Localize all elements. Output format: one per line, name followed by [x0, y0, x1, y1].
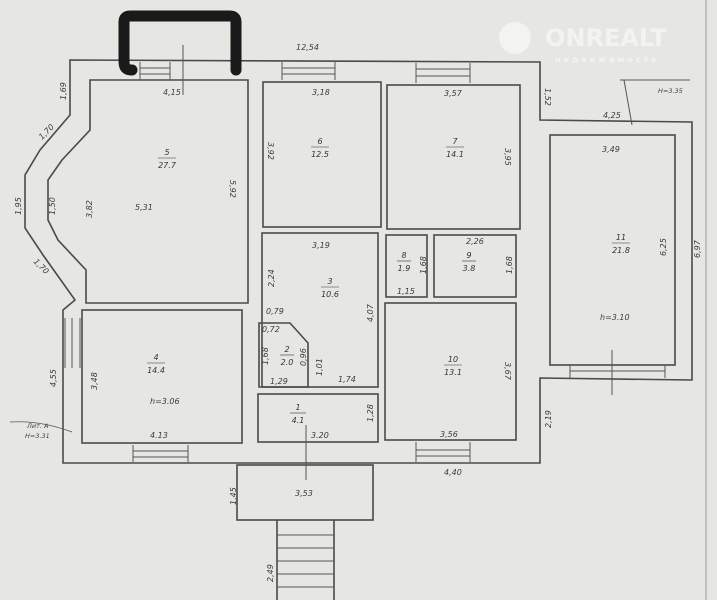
dim-label: 1,28: [366, 404, 375, 422]
dim-label: 12,54: [296, 43, 319, 52]
room-8: 81.9: [397, 251, 411, 273]
dim-label: 3,57: [444, 89, 463, 98]
dim-label: 1,70: [32, 257, 51, 276]
dim-label: 0,72: [262, 325, 280, 334]
dim-label: 4,55: [49, 369, 58, 387]
svg-text:3.8: 3.8: [463, 264, 476, 273]
watermark: ONREALT недвижимость: [499, 22, 667, 64]
dim-label: 1,68: [505, 256, 514, 274]
svg-text:4: 4: [153, 353, 158, 362]
svg-text:4.1: 4.1: [292, 416, 305, 425]
dim-label: 1,50: [48, 197, 57, 215]
dim-label: h=3.10: [600, 313, 630, 322]
svg-text:9: 9: [466, 251, 471, 260]
svg-text:14.4: 14.4: [147, 366, 165, 375]
room-7: 714.1: [446, 137, 464, 159]
svg-text:27.7: 27.7: [158, 161, 177, 170]
dim-label: 3,53: [295, 489, 313, 498]
dim-label: 5,31: [135, 203, 153, 212]
room-4: 414.4: [147, 353, 165, 375]
dim-label: 0,96: [299, 348, 308, 366]
dim-label: 1,95: [14, 197, 23, 215]
svg-text:6: 6: [317, 137, 322, 146]
watermark-brand: ONREALT: [545, 24, 667, 52]
svg-text:1.9: 1.9: [398, 264, 411, 273]
dim-label: 3,67: [503, 362, 512, 381]
dim-label: 4,40: [444, 468, 462, 477]
dim-label: 2,49: [266, 564, 275, 582]
dim-label: 3,18: [312, 88, 330, 97]
svg-text:2.0: 2.0: [281, 358, 294, 367]
walls: [24, 45, 693, 600]
house-pin-icon: [499, 22, 531, 54]
room-3: 310.6: [321, 277, 339, 299]
svg-text:8: 8: [401, 251, 406, 260]
room-10: 10 13.1: [444, 355, 462, 377]
room-6: 612.5: [311, 137, 329, 159]
dim-label: 3,19: [312, 241, 330, 250]
room-2: 22.0: [280, 345, 294, 367]
room-9: 93.8: [462, 251, 476, 273]
dim-label: 2,19: [544, 410, 553, 428]
dim-label: 1,45: [229, 487, 238, 505]
dim-label: 1,70: [37, 122, 56, 141]
dim-label: 2,26: [466, 237, 484, 246]
svg-text:10: 10: [448, 355, 458, 364]
dim-label: h=3.06: [150, 397, 180, 406]
svg-text:Н=3.31: Н=3.31: [25, 432, 50, 440]
dim-label: 5,92: [228, 180, 237, 198]
dim-label: 1,69: [59, 82, 68, 100]
dim-label: 1,68: [261, 347, 270, 365]
room-1: 14.1: [290, 403, 306, 425]
dim-label: 4,15: [163, 88, 181, 97]
dim-label: 3,49: [602, 145, 620, 154]
svg-text:12.5: 12.5: [311, 150, 329, 159]
dim-label: 1,68: [419, 256, 428, 274]
svg-text:13.1: 13.1: [444, 368, 462, 377]
svg-text:5: 5: [164, 148, 169, 157]
dim-label: 1,52: [543, 88, 552, 106]
svg-text:7: 7: [452, 137, 458, 146]
dim-label: 3,82: [85, 200, 94, 218]
dim-label: 3,95: [503, 148, 512, 166]
dim-label: 3.20: [311, 431, 329, 440]
svg-text:1: 1: [295, 403, 300, 412]
dim-label: 1,15: [397, 287, 415, 296]
room-11: 11 21.8: [612, 233, 630, 255]
room-5: 527.7: [158, 148, 177, 170]
dim-label: 1,01: [315, 358, 324, 376]
room-labels: 527.7 612.5 714.1 310.6 81.9 93.8 1013.1…: [147, 137, 630, 425]
svg-text:10.6: 10.6: [321, 290, 339, 299]
dim-label: 2,24: [267, 269, 276, 287]
dim-label: 3,48: [90, 372, 99, 390]
svg-text:Лит. А: Лит. А: [26, 422, 48, 430]
marker-annotation: [118, 10, 242, 76]
watermark-subtitle: недвижимость: [555, 55, 659, 64]
dim-label: 1,74: [338, 375, 356, 384]
dim-label: Н=3.35: [658, 87, 683, 95]
svg-text:3: 3: [327, 277, 332, 286]
svg-text:11: 11: [616, 233, 626, 242]
dim-label: 3,92: [266, 142, 275, 160]
dim-label: 6,25: [659, 238, 668, 256]
dimension-labels: 12,54 4,15 3,18 3,57 1,52 4,25 Н=3.35 3,…: [14, 43, 702, 582]
svg-text:21.8: 21.8: [612, 246, 630, 255]
dim-label: 1,29: [270, 377, 288, 386]
lit-a-label: Лит. А Н=3.31: [9, 421, 73, 440]
svg-text:2: 2: [284, 345, 289, 354]
dim-label: 3,56: [440, 430, 458, 439]
dim-label: 4.13: [150, 431, 168, 440]
dim-label: 4,25: [603, 111, 621, 120]
dim-label: 0,79: [266, 307, 284, 316]
dim-label: 6,97: [693, 239, 702, 258]
svg-text:14.1: 14.1: [446, 150, 464, 159]
dim-label: 4,07: [366, 303, 375, 322]
